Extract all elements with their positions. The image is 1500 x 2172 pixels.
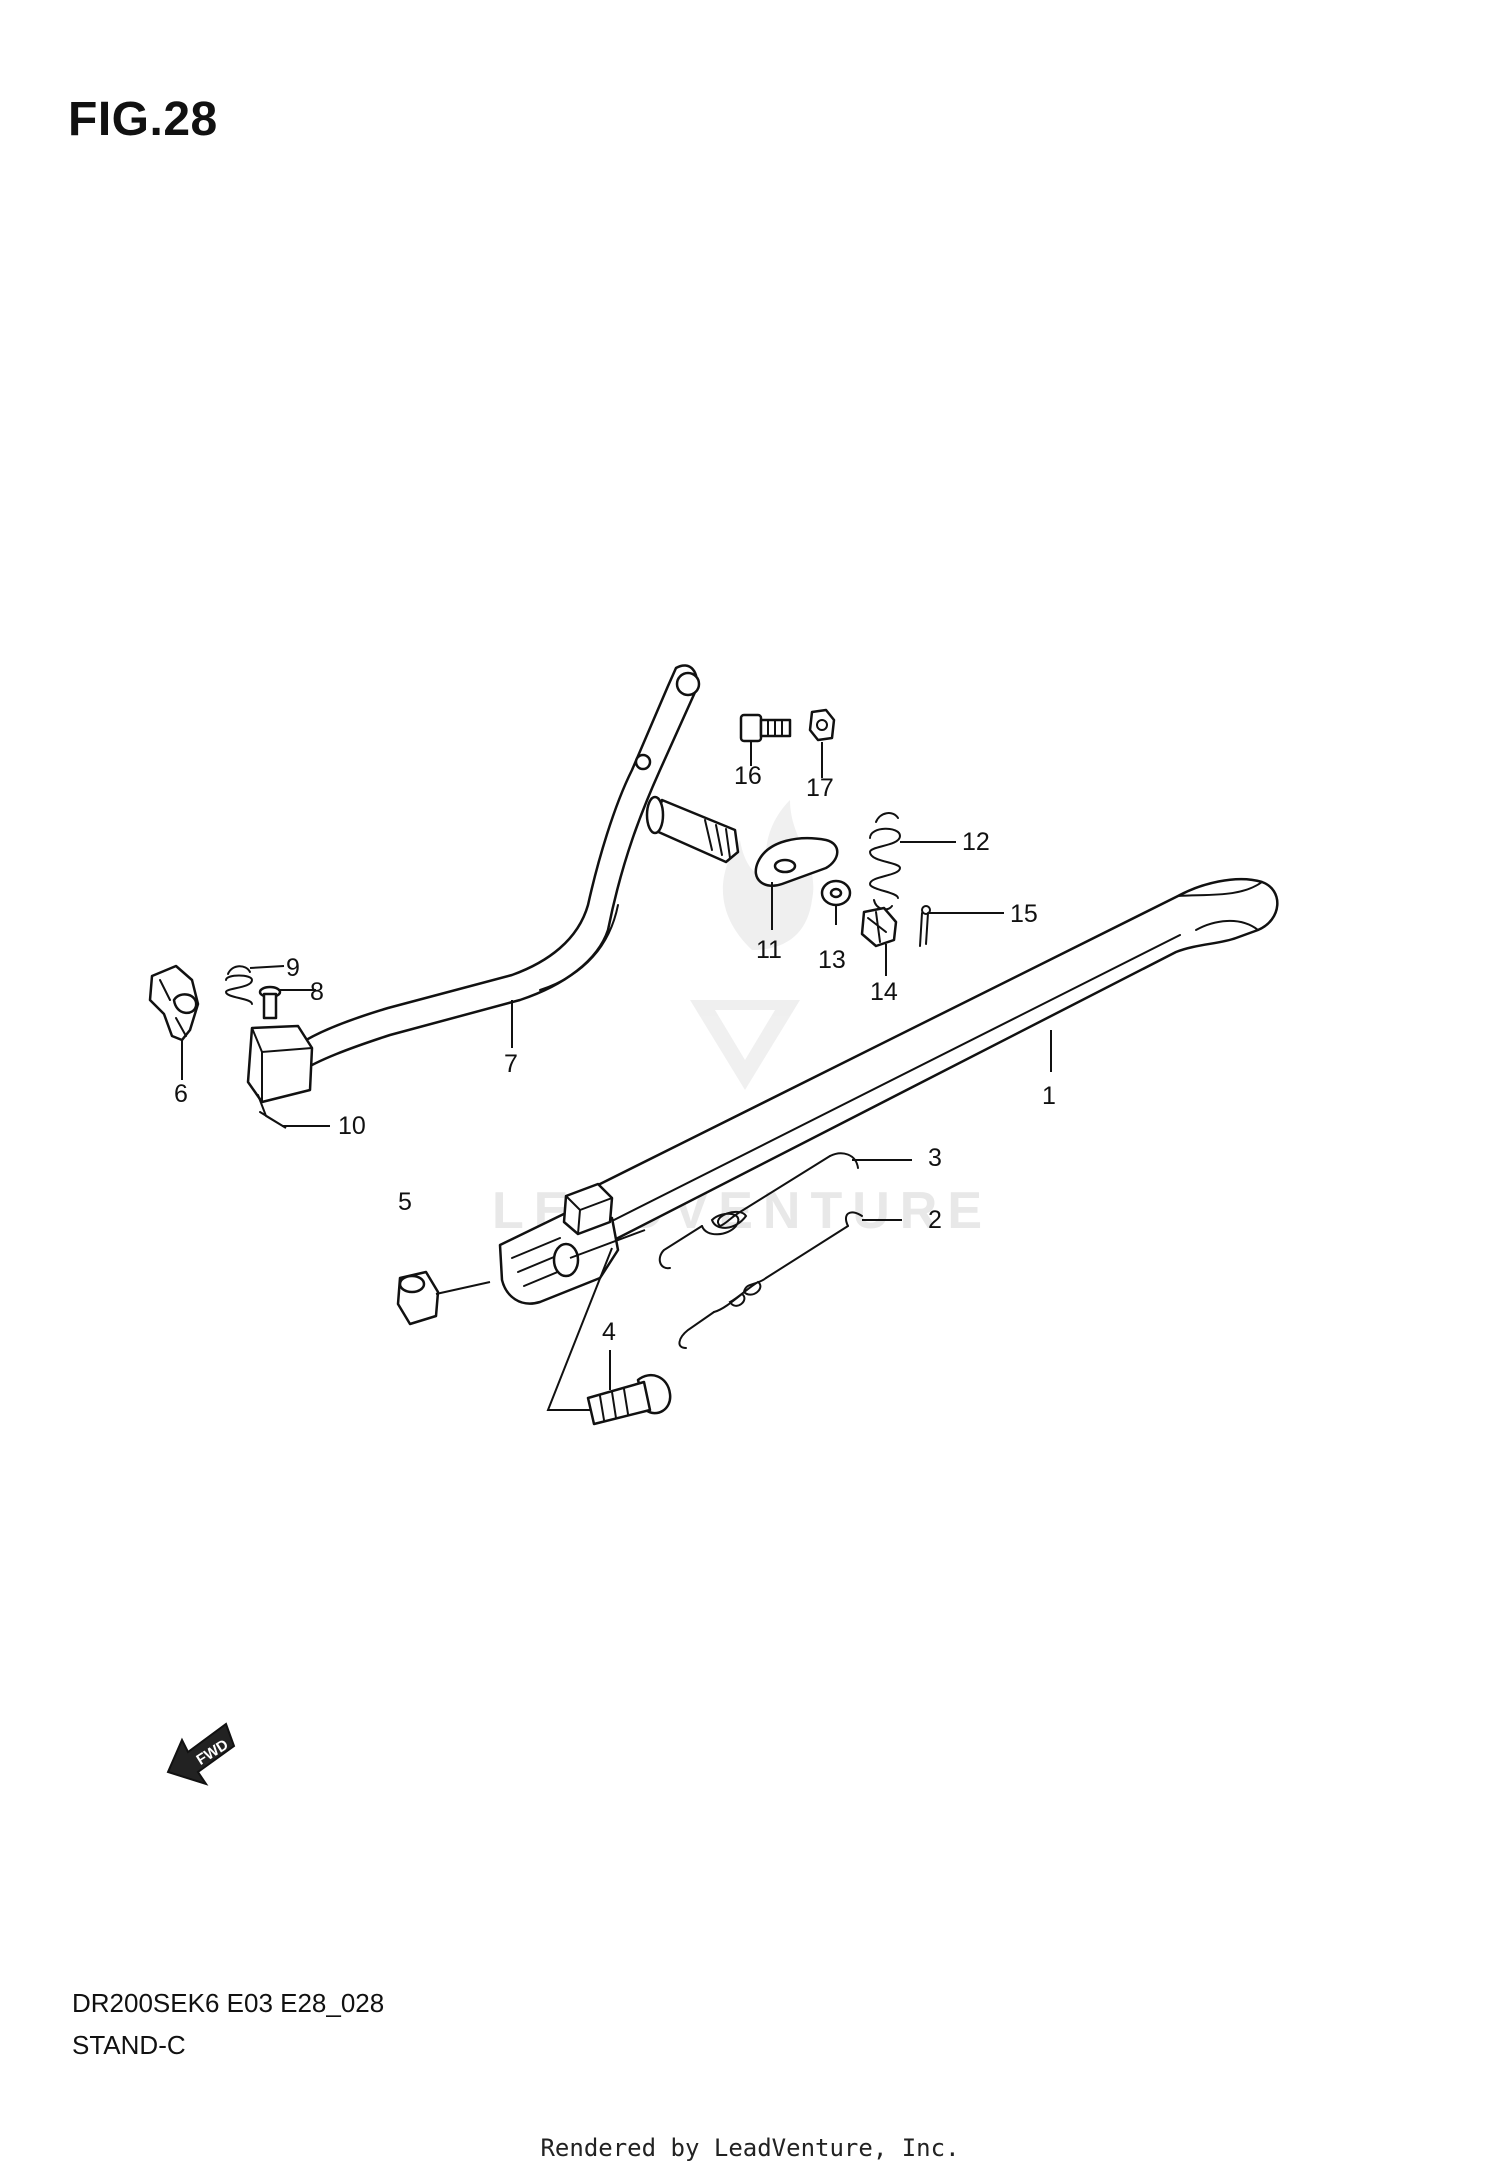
part-6-bracket[interactable] [148,964,200,1042]
callout-10[interactable]: 10 [338,1112,366,1140]
callout-2[interactable]: 2 [928,1206,942,1234]
callout-7[interactable]: 7 [504,1050,518,1078]
watermark-v-icon [690,1000,800,1090]
part-14-castle-nut[interactable] [860,906,898,948]
part-8-pin[interactable] [258,985,282,1020]
part-13-washer[interactable] [820,879,852,907]
callout-labels: 1 2 3 4 5 6 7 8 9 10 11 12 13 14 15 16 1… [174,762,1056,1346]
callout-17[interactable]: 17 [806,774,834,802]
callout-13[interactable]: 13 [818,946,846,974]
part-2-spring[interactable] [678,1211,863,1349]
forward-direction-indicator: FWD [166,1722,236,1786]
callout-5[interactable]: 5 [398,1188,412,1216]
callout-8[interactable]: 8 [310,978,324,1006]
callout-12[interactable]: 12 [962,828,990,856]
part-5-bushing[interactable] [396,1270,440,1326]
part-1-side-stand[interactable] [498,877,1279,1305]
callout-4[interactable]: 4 [602,1318,616,1346]
callout-16[interactable]: 16 [734,762,762,790]
callout-14[interactable]: 14 [870,978,898,1006]
figure-title: FIG.28 [68,93,218,146]
part-15-cotter-pin[interactable] [919,905,931,947]
callout-3[interactable]: 3 [928,1144,942,1172]
leader-lines [181,740,1052,1411]
part-12-spring[interactable] [868,812,902,911]
callout-9[interactable]: 9 [286,954,300,982]
callout-6[interactable]: 6 [174,1080,188,1108]
watermark-flame-icon [722,800,814,950]
fwd-arrow-icon [166,1722,236,1786]
callout-11[interactable]: 11 [756,936,782,964]
part-10-cotter[interactable] [257,1094,287,1129]
pedal-pivot-shaft[interactable] [645,795,740,864]
callout-15[interactable]: 15 [1010,900,1038,928]
part-16-bolt[interactable] [739,713,792,743]
callout-1[interactable]: 1 [1042,1082,1056,1110]
part-9-spring[interactable] [224,965,254,1005]
model-code: DR200SEK6 E03 E28_028 [72,1988,385,2018]
part-17-nut[interactable] [808,708,836,742]
rendered-by-credit: Rendered by LeadVenture, Inc. [540,2134,960,2162]
part-4-bolt[interactable] [586,1374,672,1426]
section-name: STAND-C [72,2030,186,2060]
part-3-spring[interactable] [658,1152,859,1270]
part-11-plate[interactable] [754,837,839,887]
part-7-pedal-arm[interactable] [246,664,701,1104]
